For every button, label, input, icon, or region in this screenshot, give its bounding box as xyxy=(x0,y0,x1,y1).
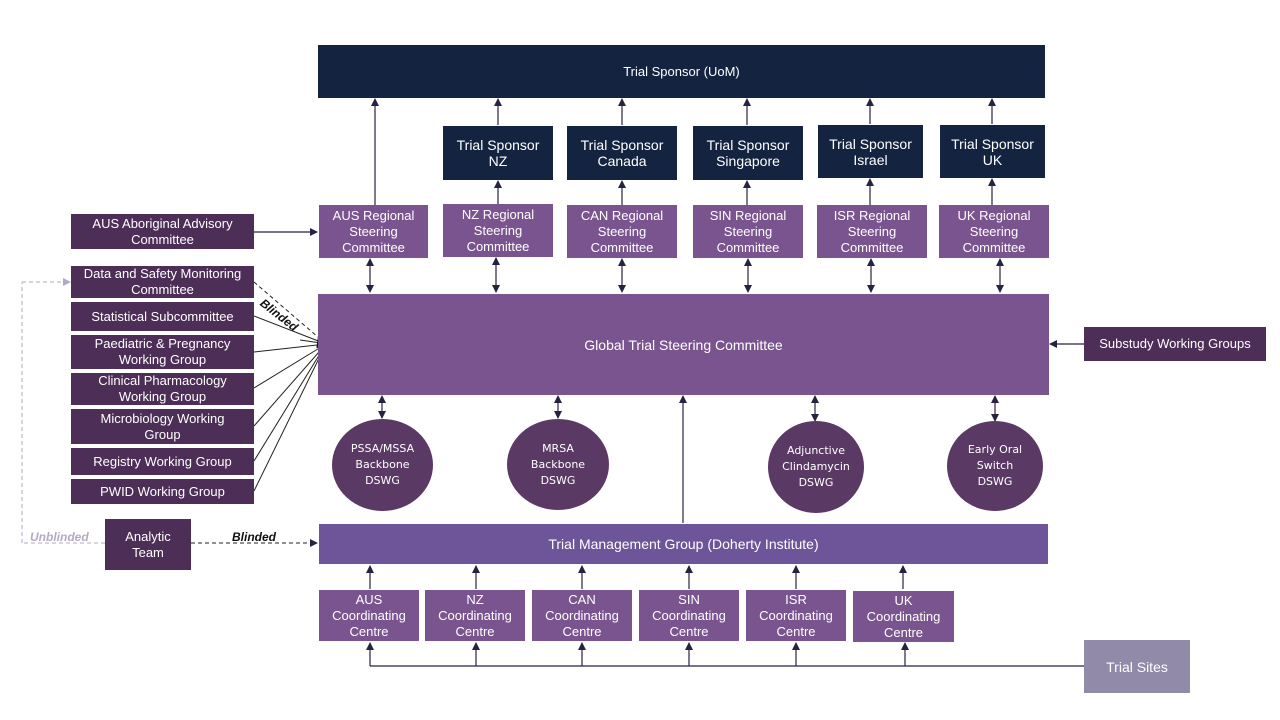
mrsa-backbone-dswg: MRSA Backbone DSWG xyxy=(507,419,609,510)
pssa-mssa-backbone-dswg: PSSA/MSSA Backbone DSWG xyxy=(332,419,433,511)
trial-sponsor-uom: Trial Sponsor (UoM) xyxy=(318,45,1045,98)
unblinded-label: Unblinded xyxy=(30,530,89,544)
nz-regional-steering-committee: NZ Regional Steering Committee xyxy=(443,204,553,257)
global-trial-steering-committee: Global Trial Steering Committee xyxy=(318,294,1049,395)
early-oral-switch-dswg: Early Oral Switch DSWG xyxy=(947,421,1043,511)
clinical-pharmacology-working-group: Clinical Pharmacology Working Group xyxy=(71,373,254,405)
aus-coordinating-centre: AUS Coordinating Centre xyxy=(319,590,419,641)
aus-aboriginal-advisory-committee: AUS Aboriginal Advisory Committee xyxy=(71,214,254,249)
statistical-subcommittee: Statistical Subcommittee xyxy=(71,302,254,331)
microbiology-working-group: Microbiology Working Group xyxy=(71,409,254,444)
isr-coordinating-centre: ISR Coordinating Centre xyxy=(746,590,846,641)
can-regional-steering-committee: CAN Regional Steering Committee xyxy=(567,205,677,258)
trial-sponsor-israel: Trial Sponsor Israel xyxy=(818,125,923,178)
nz-coordinating-centre: NZ Coordinating Centre xyxy=(425,590,525,641)
blinded-label-analytic: Blinded xyxy=(232,530,276,544)
data-safety-monitoring-committee: Data and Safety Monitoring Committee xyxy=(71,266,254,298)
paediatric-pregnancy-working-group: Paediatric & Pregnancy Working Group xyxy=(71,335,254,369)
trial-sponsor-uk: Trial Sponsor UK xyxy=(940,125,1045,178)
trial-sponsor-singapore: Trial Sponsor Singapore xyxy=(693,126,803,180)
isr-regional-steering-committee: ISR Regional Steering Committee xyxy=(817,205,927,258)
pwid-working-group: PWID Working Group xyxy=(71,479,254,504)
sin-coordinating-centre: SIN Coordinating Centre xyxy=(639,590,739,641)
can-coordinating-centre: CAN Coordinating Centre xyxy=(532,590,632,641)
adjunctive-clindamycin-dswg: Adjunctive Clindamycin DSWG xyxy=(768,421,864,513)
aus-regional-steering-committee: AUS Regional Steering Committee xyxy=(319,205,428,258)
uk-regional-steering-committee: UK Regional Steering Committee xyxy=(939,205,1049,258)
substudy-working-groups: Substudy Working Groups xyxy=(1084,327,1266,361)
trial-sponsor-canada: Trial Sponsor Canada xyxy=(567,126,677,180)
registry-working-group: Registry Working Group xyxy=(71,448,254,475)
trial-management-group: Trial Management Group (Doherty Institut… xyxy=(319,524,1048,564)
trial-sponsor-nz: Trial Sponsor NZ xyxy=(443,126,553,180)
trial-sites: Trial Sites xyxy=(1084,640,1190,693)
sin-regional-steering-committee: SIN Regional Steering Committee xyxy=(693,205,803,258)
analytic-team: Analytic Team xyxy=(105,519,191,570)
uk-coordinating-centre: UK Coordinating Centre xyxy=(853,591,954,642)
